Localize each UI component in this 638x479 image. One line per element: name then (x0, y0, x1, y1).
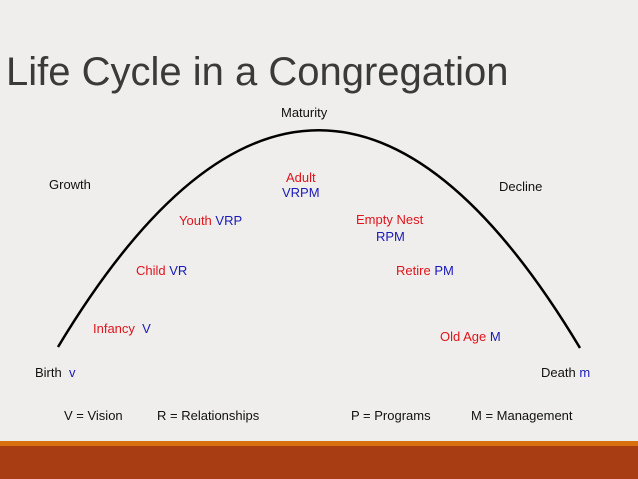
legend-relationships: R = Relationships (157, 408, 260, 423)
stage-child: Child VR (136, 263, 187, 278)
stage-name: Infancy (93, 321, 135, 336)
stage-infancy: Infancy V (93, 321, 151, 336)
stage-code: v (68, 365, 76, 380)
life-cycle-arc (56, 129, 582, 349)
stage-code: PM (434, 263, 454, 278)
stage-name: Youth (179, 213, 212, 228)
stage-death: Death m (541, 365, 590, 380)
stage-name: Child (136, 263, 166, 278)
code-adult: VRPM (282, 185, 320, 200)
stage-adult: Adult (286, 170, 316, 185)
stage-code: M (489, 329, 501, 344)
label-maturity: Maturity (281, 105, 328, 120)
label-growth: Growth (49, 177, 91, 192)
stage-code: m (579, 365, 591, 380)
legend-vision: V = Vision (64, 408, 123, 423)
accent-stripe (0, 441, 638, 446)
stage-empty-nest: Empty Nest (356, 212, 424, 227)
slide-title: Life Cycle in a Congregation (6, 50, 509, 94)
stage-youth: Youth VRP (179, 213, 242, 228)
legend-management: M = Management (471, 408, 573, 423)
stage-retire: Retire PM (396, 263, 454, 278)
stage-code: VRP (215, 213, 243, 228)
stage-birth: Birth v (35, 365, 75, 380)
stage-code: V (142, 321, 151, 336)
stage-old-age: Old Age M (440, 329, 501, 344)
stage-name: Old Age (440, 329, 487, 344)
stage-name: Birth (35, 365, 62, 380)
stage-code: VR (169, 263, 188, 278)
stage-name: Death (541, 365, 576, 380)
stage-name: Retire (396, 263, 431, 278)
legend-programs: P = Programs (351, 408, 431, 423)
label-decline: Decline (499, 179, 543, 194)
code-empty-nest: RPM (376, 229, 405, 244)
footer-band (0, 446, 638, 479)
